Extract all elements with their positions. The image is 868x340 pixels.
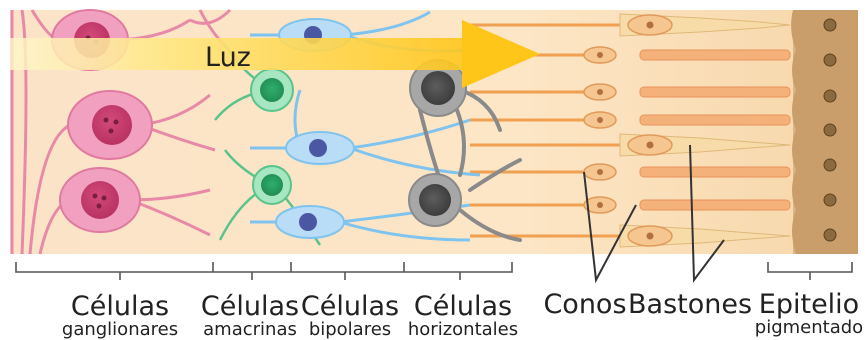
light-label: Luz: [205, 42, 251, 73]
label-bipolar-main: Células: [300, 293, 400, 320]
label-amacrine: Células amacrinas: [195, 293, 305, 339]
pigment-epithelium: [791, 10, 858, 254]
label-amacrine-main: Células: [195, 293, 305, 320]
label-epithelium: Epitelio pigmentado: [752, 291, 866, 337]
label-epithelium-main: Epitelio: [752, 291, 866, 318]
label-cones: Conos: [540, 291, 630, 318]
label-rods-main: Bastones: [628, 291, 748, 318]
label-ganglion-main: Células: [55, 293, 185, 320]
label-ganglion-sub: ganglionares: [55, 321, 185, 339]
label-cones-main: Conos: [540, 291, 630, 318]
label-horizontal-sub: horizontales: [400, 321, 526, 339]
label-horizontal: Células horizontales: [400, 293, 526, 339]
label-rods: Bastones: [628, 291, 748, 318]
label-epithelium-sub: pigmentado: [752, 319, 866, 337]
label-horizontal-main: Células: [400, 293, 526, 320]
label-amacrine-sub: amacrinas: [195, 321, 305, 339]
layer-brackets: [16, 262, 852, 280]
label-bipolar: Células bipolares: [300, 293, 400, 339]
label-ganglion: Células ganglionares: [55, 293, 185, 339]
label-bipolar-sub: bipolares: [300, 321, 400, 339]
